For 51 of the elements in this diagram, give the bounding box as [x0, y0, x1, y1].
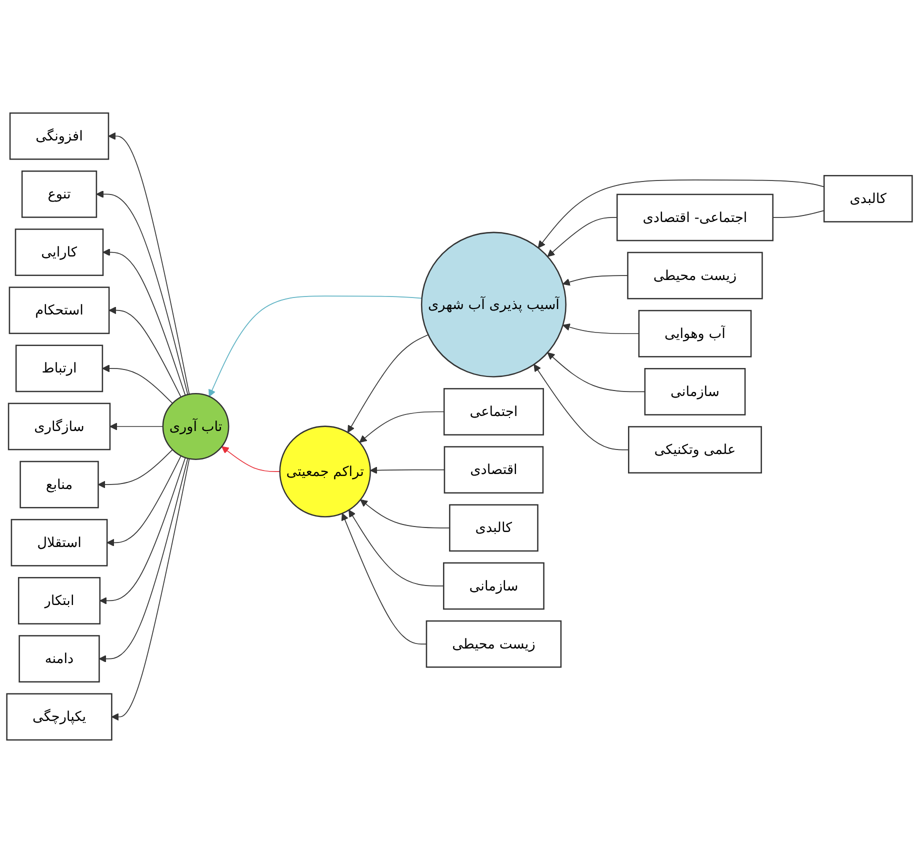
arrow: [96, 190, 188, 396]
arrow: [534, 364, 630, 450]
arrow: [98, 449, 173, 488]
arrow: [221, 446, 280, 472]
node-box: [8, 286, 110, 334]
arrow: [341, 513, 427, 644]
node-circle: [162, 393, 230, 460]
arrow: [108, 132, 190, 395]
node-box: [426, 620, 562, 668]
node-box: [8, 402, 111, 450]
arrow: [208, 296, 422, 397]
arrow: [110, 422, 164, 430]
node-circle: [420, 232, 566, 378]
node-box: [628, 426, 762, 474]
node-box: [20, 460, 99, 508]
node-circle: [279, 426, 371, 518]
node-box: [823, 175, 913, 222]
arrow: [102, 364, 173, 404]
node-box: [6, 693, 112, 741]
arrow: [108, 306, 182, 398]
arrow: [538, 179, 825, 248]
arrow: [360, 499, 450, 528]
node-box: [10, 518, 108, 566]
node-box: [644, 368, 746, 416]
arrow: [102, 248, 186, 396]
arrow: [547, 352, 646, 392]
arrow: [370, 466, 445, 474]
node-box: [444, 446, 544, 494]
arrow: [562, 275, 628, 286]
node-box: [638, 310, 752, 358]
node-box: [18, 635, 100, 682]
node-box: [627, 252, 763, 300]
arrow: [111, 458, 190, 721]
arrow: [347, 334, 429, 433]
arrow: [100, 457, 186, 604]
connector: [772, 210, 825, 218]
node-box: [449, 504, 538, 552]
arrow: [106, 455, 182, 546]
arrow: [547, 217, 618, 257]
node-box: [14, 228, 104, 276]
node-box: [21, 170, 98, 218]
node-box: [9, 112, 110, 160]
arrow: [359, 411, 445, 443]
arrow: [98, 458, 188, 663]
arrow: [348, 510, 444, 586]
node-box: [15, 344, 104, 392]
node-box: [18, 577, 101, 624]
node-box: [443, 562, 544, 610]
node-box: [443, 388, 544, 436]
arrow: [562, 323, 640, 334]
node-box: [616, 194, 774, 242]
